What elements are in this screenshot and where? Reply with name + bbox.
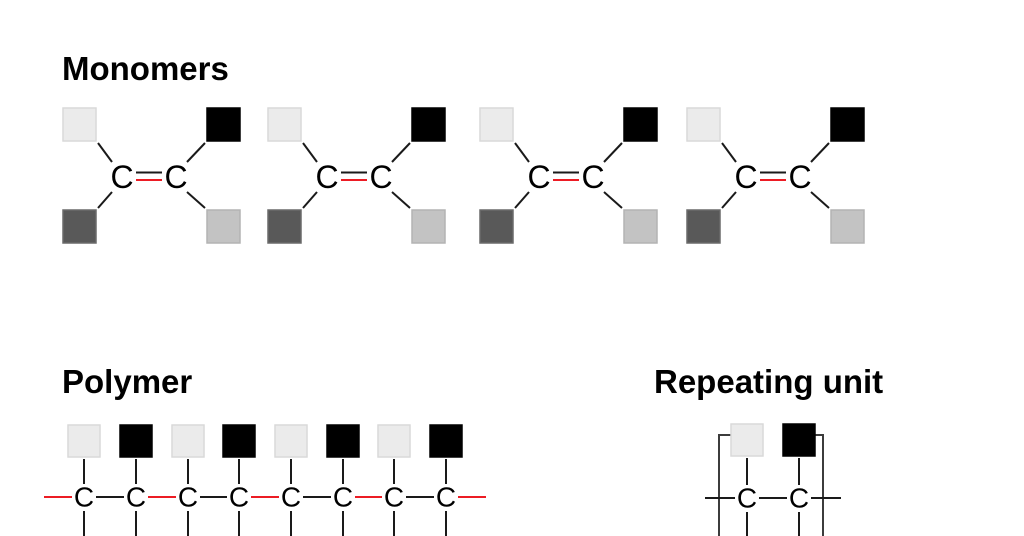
bond-original <box>810 142 830 163</box>
monomer-light-substituent-square <box>267 107 302 142</box>
bond-original <box>721 191 737 209</box>
polymer-carbon-atom-label: C <box>74 482 94 513</box>
polymer-carbon-atom-label: C <box>436 482 456 513</box>
repeating-unit-carbon-atom-label: C <box>789 483 809 514</box>
monomer-light-substituent-square <box>62 107 97 142</box>
polymer-black-substituent-square <box>222 424 256 458</box>
bond-original <box>810 191 830 209</box>
monomer-light-substituent-square <box>686 107 721 142</box>
monomers-section-title: Monomers <box>62 50 229 87</box>
bond-original <box>603 142 623 163</box>
monomer-dark-substituent-square <box>62 209 97 244</box>
monomer-gray-substituent-square <box>830 209 865 244</box>
monomer-black-substituent-square <box>206 107 241 142</box>
bond-original <box>514 191 530 209</box>
bond-original <box>186 191 206 209</box>
bond-original <box>97 142 113 163</box>
monomer-dark-substituent-square <box>267 209 302 244</box>
monomer-black-substituent-square <box>411 107 446 142</box>
polymer-carbon-atom-label: C <box>384 482 404 513</box>
monomer-carbon-atom-label: C <box>734 159 757 195</box>
monomer-carbon-atom-label: C <box>369 159 392 195</box>
monomer-dark-substituent-square <box>479 209 514 244</box>
repeating-unit-carbon-atom-label: C <box>737 483 757 514</box>
polymer-black-substituent-square <box>326 424 360 458</box>
polymer-black-substituent-square <box>119 424 153 458</box>
bond-original <box>186 142 206 163</box>
monomer-carbon-atom-label: C <box>315 159 338 195</box>
polymer-light-substituent-square <box>274 424 308 458</box>
repeating-unit-light-substituent-square <box>730 423 764 457</box>
bond-original <box>391 191 411 209</box>
polymer-carbon-atom-label: C <box>281 482 301 513</box>
bond-original <box>721 142 737 163</box>
bond-original <box>302 191 318 209</box>
polymer-light-substituent-square <box>377 424 411 458</box>
monomer-carbon-atom-label: C <box>110 159 133 195</box>
monomer-carbon-atom-label: C <box>527 159 550 195</box>
monomer-black-substituent-square <box>623 107 658 142</box>
monomer-gray-substituent-square <box>411 209 446 244</box>
polymer-carbon-atom-label: C <box>229 482 249 513</box>
polymer-light-substituent-square <box>67 424 101 458</box>
bond-original <box>603 191 623 209</box>
bond-original <box>514 142 530 163</box>
monomer-gray-substituent-square <box>623 209 658 244</box>
polymer-carbon-atom-label: C <box>126 482 146 513</box>
bond-original <box>97 191 113 209</box>
polymer-carbon-atom-label: C <box>333 482 353 513</box>
polymer-carbon-atom-label: C <box>178 482 198 513</box>
repeating-unit-section-title: Repeating unit <box>654 363 884 400</box>
monomer-light-substituent-square <box>479 107 514 142</box>
monomer-carbon-atom-label: C <box>581 159 604 195</box>
polymer-section-title: Polymer <box>62 363 193 400</box>
polymer-black-substituent-square <box>429 424 463 458</box>
polymer-light-substituent-square <box>171 424 205 458</box>
repeating-unit-black-substituent-square <box>782 423 816 457</box>
monomer-dark-substituent-square <box>686 209 721 244</box>
bond-original <box>391 142 411 163</box>
bond-original <box>302 142 318 163</box>
monomer-gray-substituent-square <box>206 209 241 244</box>
monomer-black-substituent-square <box>830 107 865 142</box>
monomer-carbon-atom-label: C <box>164 159 187 195</box>
monomer-carbon-atom-label: C <box>788 159 811 195</box>
